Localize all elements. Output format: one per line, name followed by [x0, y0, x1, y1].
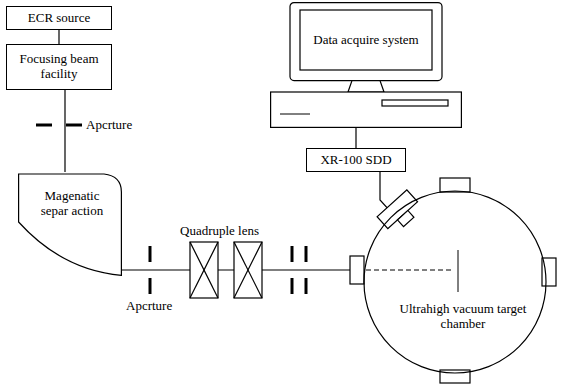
computer-node: Data acquire system	[270, 2, 462, 128]
beam-target	[366, 250, 458, 292]
node-label: Data acquire system	[313, 33, 418, 48]
node-label: XR-100 SDD	[320, 153, 391, 168]
part-label: Apcrture	[86, 118, 132, 132]
detector-box: XR-100 SDD	[306, 148, 406, 172]
magnet-outline	[18, 172, 122, 276]
aperture-pair	[150, 246, 306, 294]
chamber-outline	[363, 190, 547, 374]
node-label: Magenatic separ action	[30, 189, 114, 219]
magnet-text-area: Magenatic separ action	[30, 182, 114, 226]
beam-line	[59, 30, 60, 44]
beam-line	[65, 90, 66, 172]
source-box: ECR source	[6, 6, 112, 30]
chamber-port	[350, 178, 556, 383]
detector-symbol	[377, 190, 423, 235]
quadrupole-lens	[190, 242, 262, 298]
aperture-top	[36, 124, 82, 127]
focusing-box: Focusing beam facility	[6, 44, 112, 90]
part-label: Quadruple lens	[180, 224, 259, 238]
beam-line	[356, 128, 357, 148]
node-label: Focusing beam facility	[14, 52, 104, 82]
part-label: Apcrture	[126, 299, 172, 313]
node-label: Ultrahigh vacuum target chamber	[393, 302, 533, 332]
chamber-circle: Ultrahigh vacuum target chamber	[363, 190, 547, 374]
chamber-text-area: Ultrahigh vacuum target chamber	[393, 296, 533, 338]
node-label: ECR source	[28, 11, 90, 26]
computer-symbol	[270, 2, 462, 128]
screen-text-area: Data acquire system	[302, 11, 430, 69]
magnet-shape: Magenatic separ action	[18, 172, 122, 276]
